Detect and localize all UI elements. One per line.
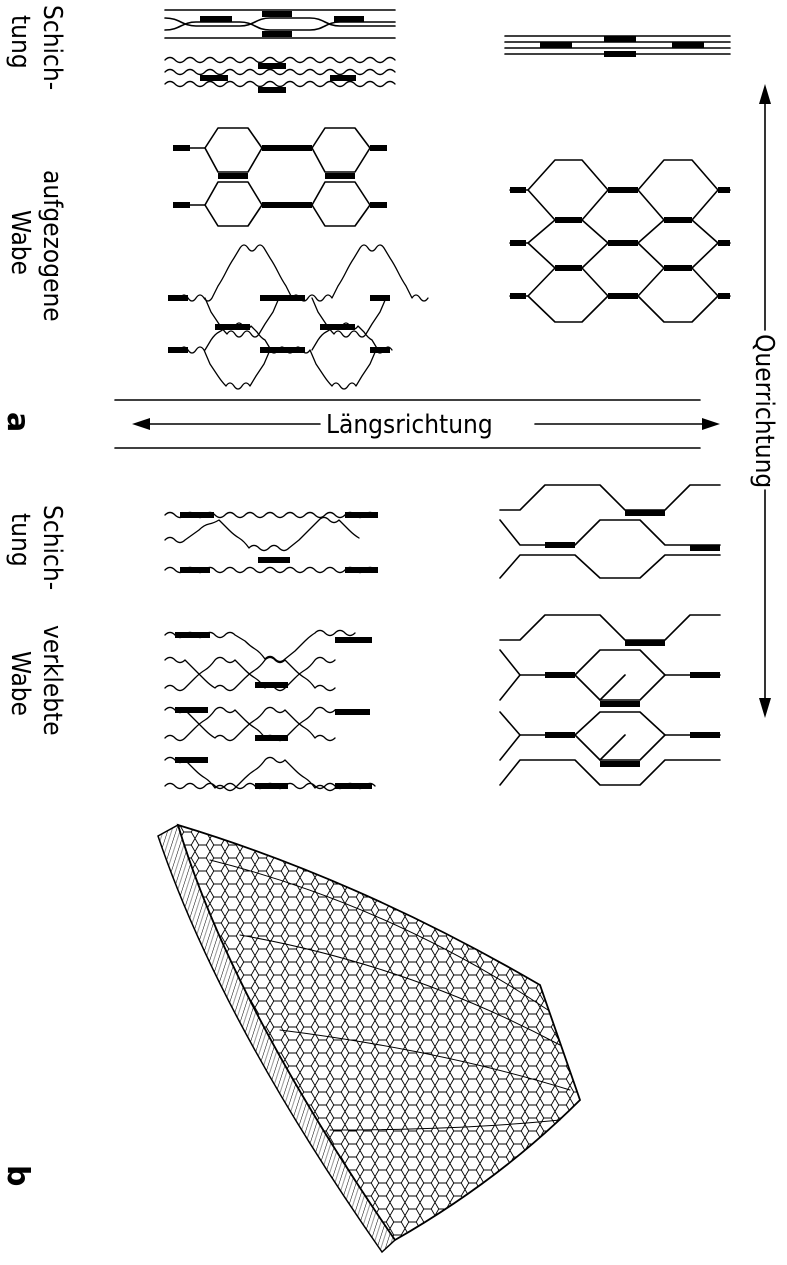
curved-honeycomb-panel [157, 823, 582, 1254]
svg-text:tung: tung [5, 15, 35, 69]
arrow-up-icon [759, 84, 771, 104]
expanded-honeycomb-grid-right [509, 159, 731, 323]
layering-sheets-right-bottom [499, 484, 721, 579]
honeycomb-top-face [176, 823, 582, 1242]
transverse-label: Querrichtung [749, 334, 779, 488]
svg-text:Wabe: Wabe [5, 651, 35, 716]
transverse-direction: Querrichtung [749, 84, 779, 718]
layering-sheets-top [164, 9, 396, 39]
svg-text:Wabe: Wabe [5, 210, 35, 275]
expanded-honeycomb-wavy [168, 244, 429, 390]
arrow-left-icon [132, 418, 150, 430]
expanded-honeycomb-text: aufgezogene Wabe [5, 170, 67, 322]
layering-top-text: Schich- tung [5, 5, 67, 90]
svg-text:Schich-: Schich- [37, 5, 67, 90]
bonded-honeycomb-grid-right [499, 614, 721, 786]
panel-b-label: b [0, 1165, 35, 1186]
layering-bottom-text: Schich- tung [5, 505, 67, 590]
bonded-honeycomb-text: verklebte Wabe [5, 625, 67, 736]
arrow-down-icon [759, 698, 771, 718]
svg-text:aufgezogene: aufgezogene [37, 170, 67, 322]
arrow-right-icon [702, 418, 720, 430]
svg-text:verklebte: verklebte [37, 625, 67, 736]
layering-wavy-sheets-bottom [164, 511, 378, 574]
expanded-honeycomb-straight [173, 127, 387, 227]
svg-text:tung: tung [5, 513, 35, 567]
longitudinal-direction: Längsrichtung [114, 399, 720, 449]
longitudinal-label: Längsrichtung [326, 410, 493, 440]
bonded-honeycomb-wavy [164, 629, 376, 792]
layering-wavy-sheets-top [164, 56, 396, 93]
panel-a-label: a [0, 412, 35, 432]
layering-sheets-right-top [504, 35, 731, 57]
svg-text:Schich-: Schich- [37, 505, 67, 590]
